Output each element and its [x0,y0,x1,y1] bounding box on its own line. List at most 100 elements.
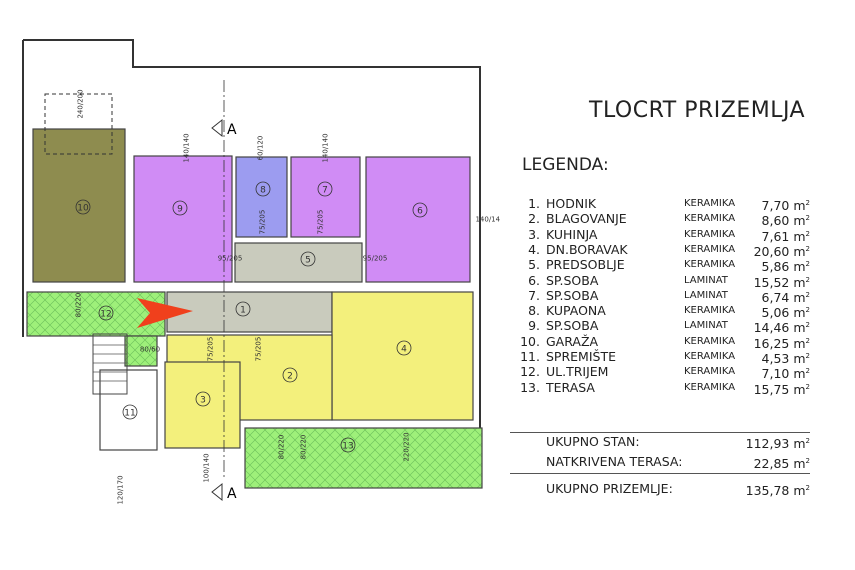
entrance-arrow-icon [137,298,193,328]
room-number-label: 5 [305,256,311,266]
room-number-circle [122,404,138,420]
legend-heading: LEGENDA: [522,155,609,175]
room-area: 7,70 m2 [761,198,810,214]
dimension-label: 80/220 [278,435,286,460]
room-area: 5,06 m2 [761,305,810,321]
room-material: LAMINAT [684,320,728,332]
room-material: KERAMIKA [684,305,736,317]
room-name: PREDSOBLJE [546,257,625,273]
dimension-label: 240/200 [77,89,85,118]
hallway-5 [234,242,363,283]
room-number-circle [75,199,91,215]
room-area: 7,10 m2 [761,366,810,382]
kitchen-3 [164,361,241,449]
room-area: 20,60 m2 [753,244,810,260]
room-number-circle [235,301,251,317]
room-area: 7,61 m2 [761,228,810,244]
room-area: 15,52 m2 [753,274,810,290]
dimension-label: 95/205 [218,255,243,263]
room-material: KERAMIKA [684,381,736,393]
room-area: 15,75 m2 [753,381,810,397]
bedroom-6 [365,156,471,283]
dimension-label: 220/220 [403,432,411,461]
dimension-label: 140/140 [475,216,500,224]
room-material: KERAMIKA [684,351,736,362]
room-material: KERAMIKA [684,198,736,209]
room-number-circle [98,305,114,321]
room-number-circle [172,200,188,216]
legend-row: 9. SP.SOBA LAMINAT 14,46 m2 [512,318,810,336]
total-area: 135,78 m2 [745,483,810,499]
dimension-label: 100/140 [203,453,211,482]
divider [510,432,810,433]
room-material: LAMINAT [684,274,728,286]
dimension-label: 75/205 [207,337,215,362]
dimension-label: 80/60 [140,346,160,354]
room-number: 12. [520,364,540,380]
plan-title: TLOCRT PRIZEMLJA [589,98,806,123]
total-area: 22,85 m2 [753,456,810,472]
room-number-label: 8 [260,186,266,196]
legend-row: 13. TERASA KERAMIKA 15,75 m2 [512,379,810,397]
room-number-label: 3 [200,396,206,406]
room-area: 4,53 m2 [761,351,810,367]
room-area: 16,25 m2 [753,335,810,351]
divider [510,473,810,474]
terrace-13 [244,427,483,489]
room-name: SP.SOBA [546,287,599,303]
room-number: 9. [528,318,540,334]
room-number-circle [195,391,211,407]
bedroom-7 [290,156,361,238]
section-arrow-icon [211,118,223,138]
room-number-circle [255,181,271,197]
total-area: 112,93 m2 [745,436,810,452]
dimension-label: 80/220 [75,293,83,318]
room-number-label: 1 [240,306,246,316]
room-number: 6. [528,272,540,288]
room-number-label: 4 [401,345,407,355]
total-row: UKUPNO PRIZEMLJE:135,78 m2 [512,481,810,499]
dimension-label: 95/205 [363,255,388,263]
dimension-label: 75/205 [255,337,263,362]
room-name: SP.SOBA [546,272,599,288]
room-number: 13. [520,379,540,395]
bathroom-8 [235,156,288,238]
room-number: 2. [528,211,540,227]
room-area: 6,74 m2 [761,289,810,305]
garage-door-outline [44,93,113,155]
room-name: KUPAONA [546,303,606,319]
room-number-label: 11 [124,409,135,419]
dimension-label: 120/170 [117,475,125,504]
room-material: KERAMIKA [684,243,736,255]
room-name: SPREMIŠTE [546,349,616,364]
outer-wall [22,39,481,480]
room-name: BLAGOVANJE [546,211,627,227]
room-name: TERASA [546,379,595,395]
room-area: 8,60 m2 [761,213,810,229]
room-number: 1. [528,196,540,211]
dimension-label: 140/140 [322,133,330,162]
room-number: 10. [520,333,540,349]
room-material: KERAMIKA [684,335,736,347]
room-number-circle [300,251,316,267]
room-material: KERAMIKA [684,213,736,225]
room-number-label: 10 [77,204,89,214]
porch-12-lower [124,335,158,367]
room-number: 11. [520,349,540,364]
room-area: 14,46 m2 [753,320,810,336]
room-name: SP.SOBA [546,318,599,334]
room-number-circle [340,437,356,453]
room-number-label: 7 [322,186,328,196]
total-label: NATKRIVENA TERASA: [546,454,683,469]
room-name: GARAŽA [546,333,599,349]
room-number-circle [412,202,428,218]
